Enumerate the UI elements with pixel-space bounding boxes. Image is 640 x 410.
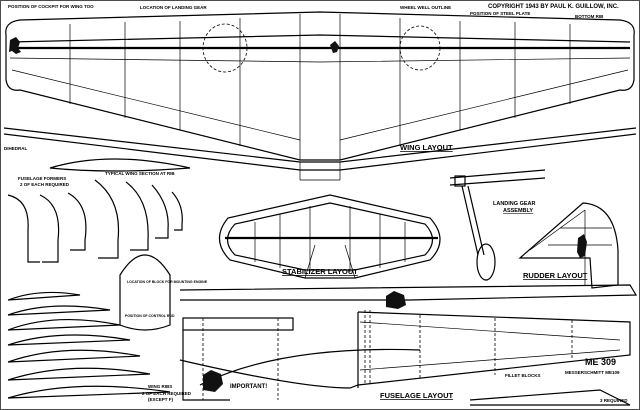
wing-ribs-title: WING RIBS bbox=[148, 384, 172, 389]
wing-front-view bbox=[3, 127, 637, 181]
wing-planform bbox=[5, 11, 635, 161]
airfoil-section bbox=[49, 158, 191, 172]
fuselage-formers bbox=[7, 179, 183, 263]
rudder-layout-title: RUDDER LAYOUT bbox=[523, 271, 588, 280]
wheel-well-note: WHEEL WELL OUTLINE bbox=[400, 5, 451, 10]
fuselage-drawing bbox=[179, 284, 638, 406]
wing-ribs bbox=[7, 291, 171, 399]
three-required-note: 3 REQUIRED bbox=[600, 398, 628, 403]
wing-ribs-except: (EXCEPT F) bbox=[148, 397, 174, 402]
fuselage-formers-title: FUSELAGE FORMERS bbox=[18, 176, 66, 181]
bottom-rib-note: BOTTOM RIB bbox=[575, 14, 604, 19]
copyright-note: COPYRIGHT 1943 BY PAUL K. GUILLOW, INC. bbox=[488, 4, 619, 10]
wing-layout-title: WING LAYOUT bbox=[400, 143, 453, 152]
control-rod-note: POSITION OF CONTROL ROD bbox=[125, 314, 175, 318]
engine-block-outline bbox=[119, 254, 171, 331]
landing-gear-location-note: LOCATION OF LANDING GEAR bbox=[140, 5, 207, 10]
rudder-drawing bbox=[518, 202, 619, 289]
wing-ribs-subtitle: 2 OF EACH REQUIRED bbox=[142, 391, 192, 396]
wing-section-note: TYPICAL WING SECTION AT RIB bbox=[105, 171, 175, 176]
landing-gear-drawing bbox=[449, 169, 546, 281]
landing-gear-title: LANDING GEAR bbox=[493, 201, 536, 207]
stabilizer-drawing bbox=[218, 194, 441, 279]
stabilizer-layout-title: STABILIZER LAYOUT bbox=[282, 267, 358, 276]
fuselage-formers-subtitle: 2 OF EACH REQUIRED bbox=[20, 182, 70, 187]
cockpit-position-note: POSITION OF COCKPIT FOR WING TOO bbox=[8, 4, 94, 9]
fillet-note: FILLET BLOCKS bbox=[505, 373, 541, 378]
dihedral-note: DIHEDRAL bbox=[4, 146, 28, 151]
engine-block-note: LOCATION OF BLOCK FOR MOUNTING ENGINE bbox=[127, 280, 208, 284]
fuselage-layout-title: FUSELAGE LAYOUT bbox=[380, 391, 453, 400]
model-subtitle: MESSERSCHMITT ME109 bbox=[565, 370, 620, 375]
landing-gear-subtitle: ASSEMBLY bbox=[503, 208, 533, 214]
important-note: IMPORTANT! bbox=[230, 384, 267, 390]
position-note: POSITION OF STEEL PLATE bbox=[470, 11, 530, 16]
model-name: ME 309 bbox=[585, 357, 616, 367]
